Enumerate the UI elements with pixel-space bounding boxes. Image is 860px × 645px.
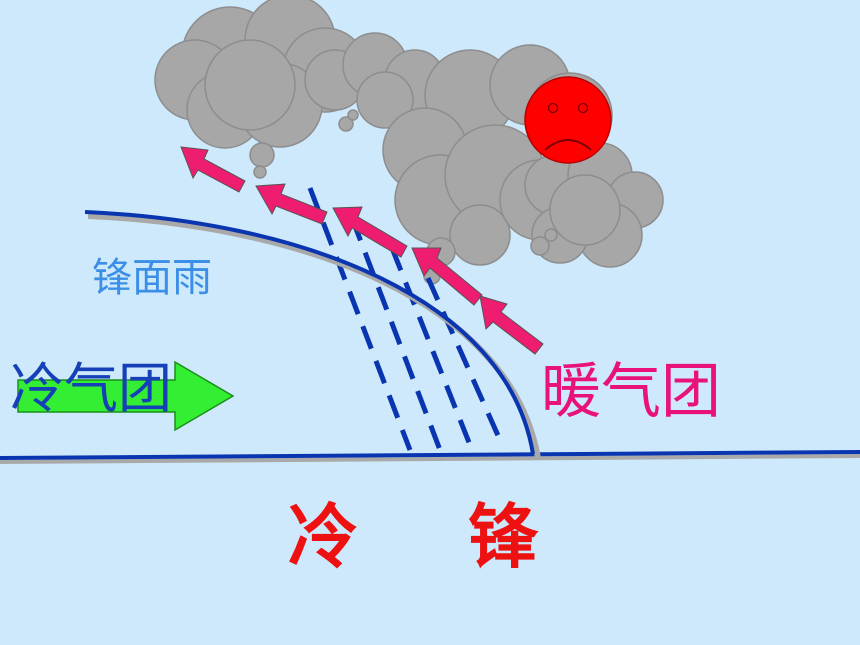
arrow-up-left-icon	[411, 247, 483, 306]
arrow-right-icon	[17, 360, 235, 432]
storm-cloud	[154, 0, 664, 285]
title-left-char: 冷	[288, 496, 360, 578]
arrow-up-left-icon	[180, 146, 246, 193]
warm-air-arrows	[180, 146, 544, 355]
front-rain-label: 锋面雨	[92, 255, 212, 301]
frontal-surface	[84, 210, 541, 459]
sad-face-sun-icon	[524, 76, 612, 164]
rain-streaks	[307, 187, 503, 451]
title-right-char: 锋	[468, 496, 540, 578]
ground-line	[0, 450, 860, 464]
arrow-up-left-icon	[479, 295, 544, 355]
cold-air-mass-label: 冷气团	[10, 357, 172, 420]
warm-air-mass-label: 暖气团	[541, 357, 721, 427]
diagram-title: 冷锋	[288, 502, 540, 572]
arrow-up-left-icon	[255, 183, 328, 225]
arrow-up-left-icon	[332, 206, 408, 258]
